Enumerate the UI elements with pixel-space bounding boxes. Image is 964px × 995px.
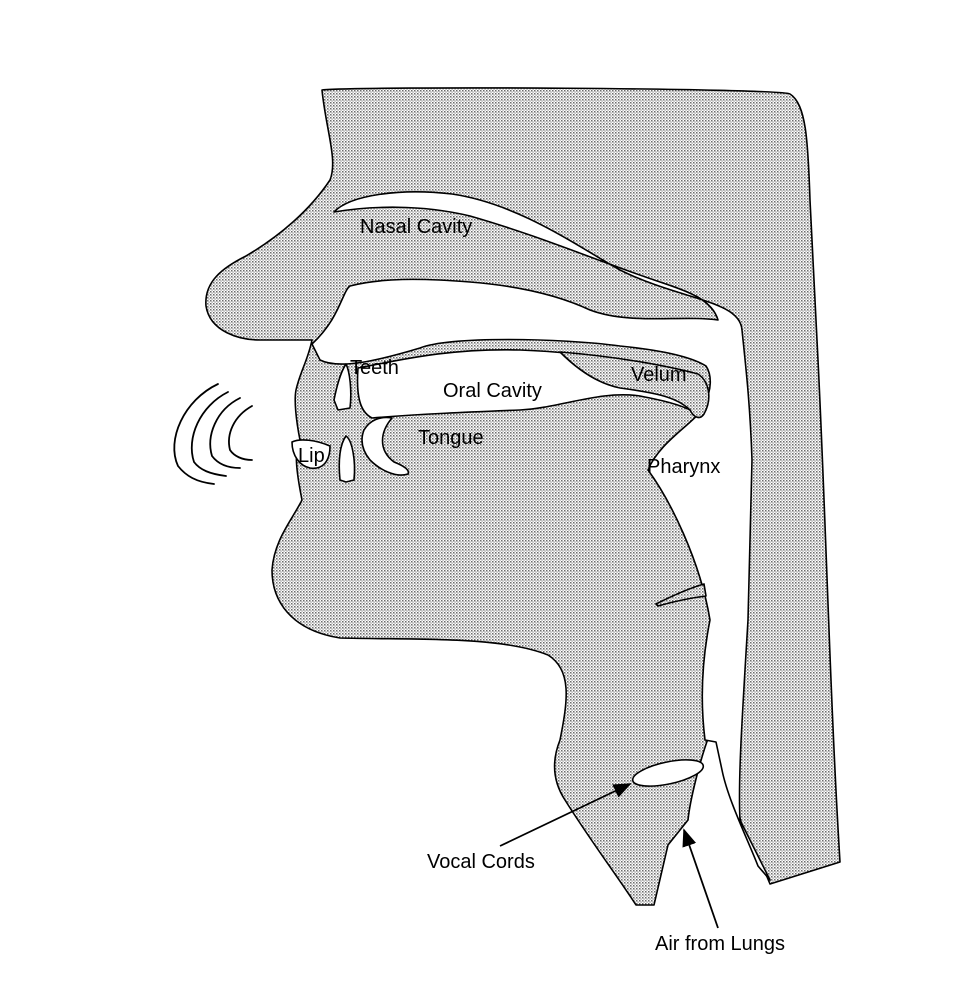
label-nasal-cavity: Nasal Cavity xyxy=(360,216,472,238)
sound-waves-icon xyxy=(173,383,253,485)
label-vocal-cords: Vocal Cords xyxy=(427,851,535,873)
vocal-cords xyxy=(631,759,705,787)
label-teeth: Teeth xyxy=(350,357,399,379)
epiglottis xyxy=(655,583,707,607)
lip-gap xyxy=(291,439,331,470)
label-velum: Velum xyxy=(631,364,687,386)
label-pharynx: Pharynx xyxy=(647,456,720,478)
label-tongue: Tongue xyxy=(418,427,484,449)
lower-teeth xyxy=(338,435,356,483)
tongue-front xyxy=(361,416,410,476)
vocal-cords-arrow xyxy=(499,783,632,847)
label-lip: Lip xyxy=(298,445,325,467)
label-oral-cavity: Oral Cavity xyxy=(443,380,542,402)
velum xyxy=(559,351,710,419)
upper-teeth xyxy=(333,363,352,411)
nasal-cavity xyxy=(311,191,771,881)
air-from-lungs-arrow xyxy=(682,828,719,929)
label-air-from-lungs: Air from Lungs xyxy=(655,933,785,955)
